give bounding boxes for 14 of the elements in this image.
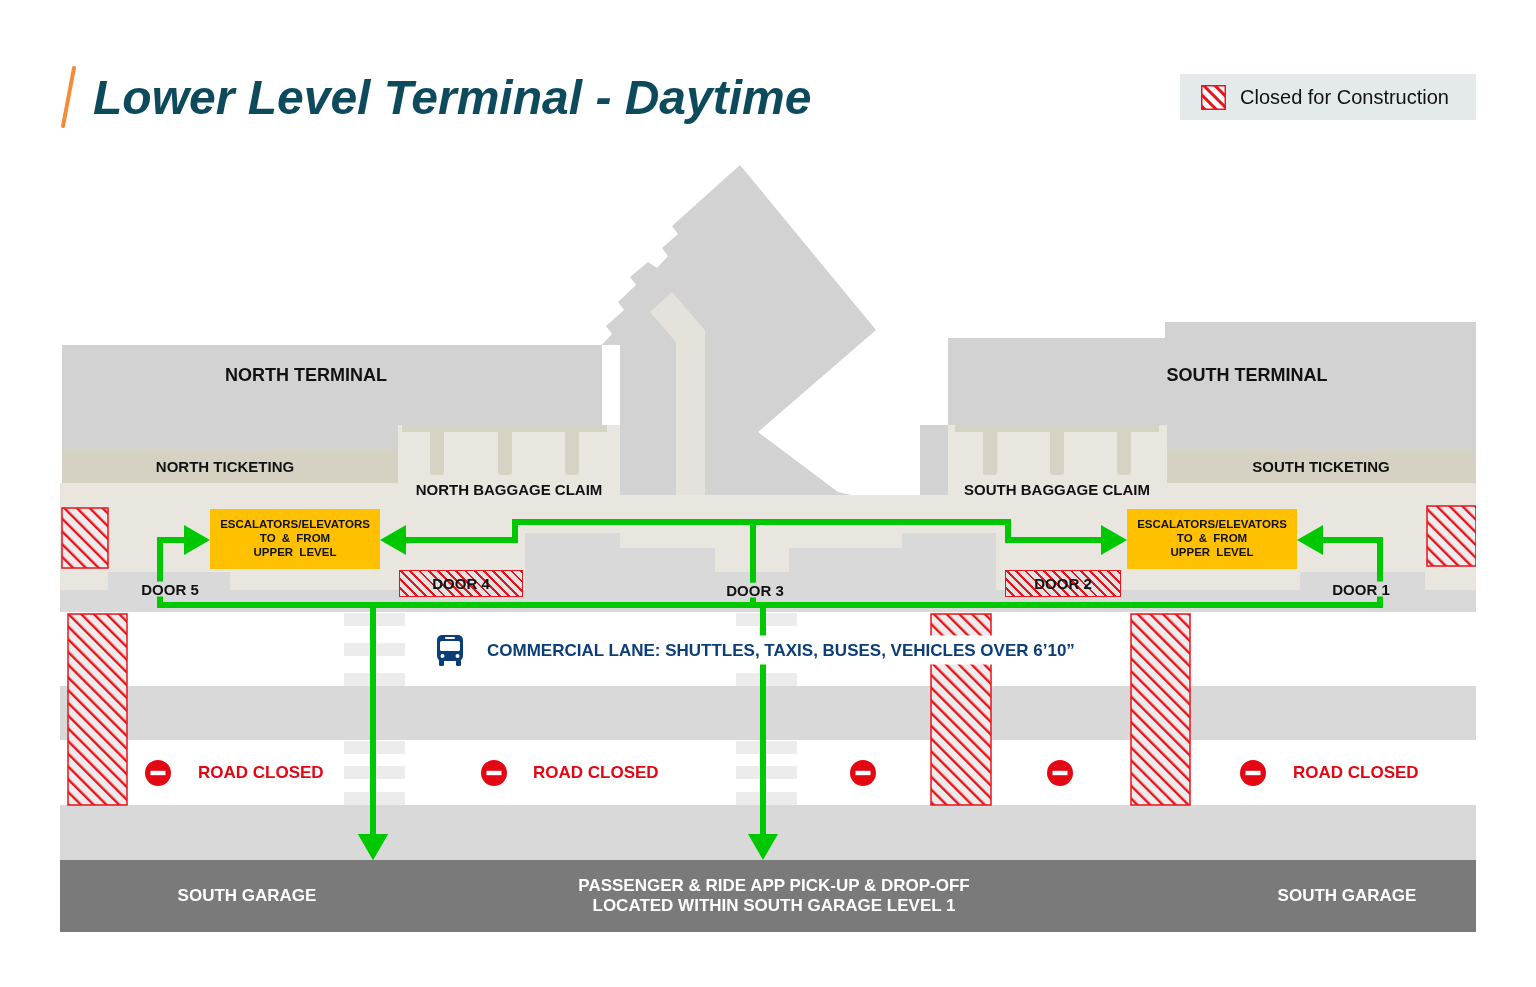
- garage-label: SOUTH GARAGE: [1277, 886, 1417, 906]
- garage-label: SOUTH GARAGE: [177, 886, 317, 906]
- pickup-info-text: PASSENGER & RIDE APP PICK-UP & DROP-OFF LOCATED WITHIN SOUTH GARAGE LEVEL 1: [577, 876, 971, 916]
- area-label: NORTH TERMINAL: [225, 364, 387, 386]
- road-closed-label: ROAD CLOSED: [533, 763, 659, 781]
- area-label: NORTH TICKETING: [155, 458, 295, 476]
- area-label: SOUTH TERMINAL: [1166, 364, 1328, 386]
- road-closed-label: ROAD CLOSED: [1293, 763, 1419, 781]
- lane-label: COMMERCIAL LANE: SHUTTLES, TAXIS, BUSES, VEHICLES OVER 6’10”: [487, 635, 1075, 665]
- garage-band: [60, 860, 1476, 932]
- road-closed-label: ROAD CLOSED: [198, 763, 324, 781]
- legend-label: Closed for Construction: [1240, 87, 1449, 108]
- area-label: SOUTH TICKETING: [1252, 458, 1390, 476]
- diagram-title: Lower Level Terminal - Daytime: [93, 74, 812, 122]
